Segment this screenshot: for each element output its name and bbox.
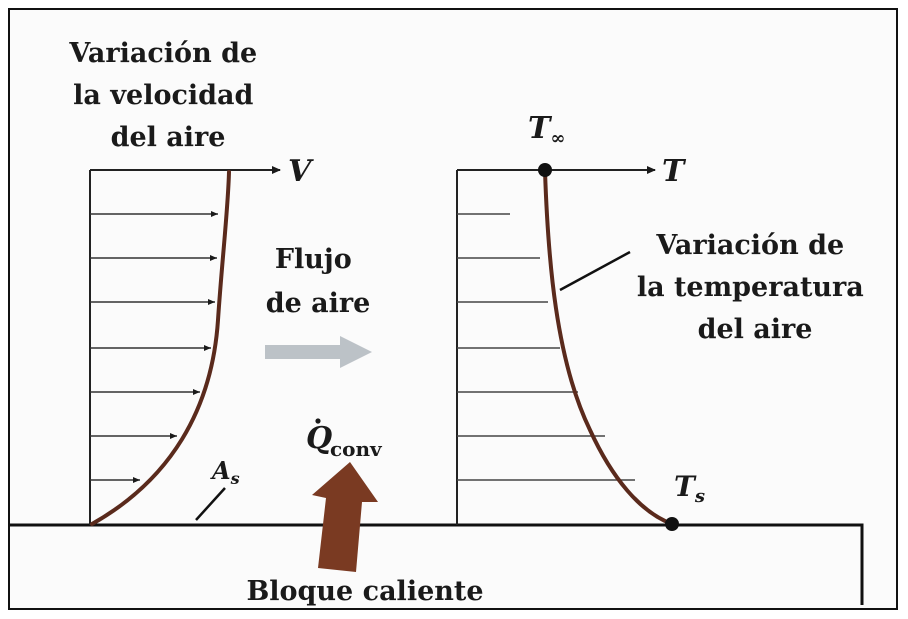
t-inf-dot [538, 163, 552, 177]
temp-axis-label: T [662, 154, 687, 189]
temperature-curve [543, 169, 674, 526]
ts-dot [665, 517, 679, 531]
velocity-label-line-2: la velocidad [73, 80, 253, 111]
temperature-label-line-3: del aire [698, 314, 813, 345]
temperature-label-line-2: la temperatura [637, 272, 864, 303]
velocity-curve [90, 170, 231, 526]
svg-text:Flujo de aire: Flujo de aire [266, 244, 371, 319]
svg-text:Variación de la temperatur: Variación de la temperatura del aire [637, 230, 873, 345]
temperature-profile [456, 163, 679, 531]
air-flow-arrow [265, 336, 372, 368]
area-leader [195, 487, 226, 521]
area-label: As [210, 456, 240, 488]
velocity-label-line-1: Variación de [68, 38, 257, 69]
flow-label-line-1: Flujo [275, 244, 352, 275]
velocity-symbol: V [288, 154, 314, 189]
flow-label-line-2: de aire [266, 288, 371, 319]
hot-block-label: Bloque caliente [246, 576, 483, 607]
temperature-label-line-1: Variación de [655, 230, 844, 261]
temperature-lines [457, 213, 635, 481]
q-conv-arrow [312, 462, 378, 572]
t-inf-label: T∞ [528, 111, 565, 149]
svg-text:Variación de la velocidad: Variación de la velocidad del aire [68, 38, 266, 153]
velocity-arrows [90, 211, 218, 483]
velocity-label-line-3: del aire [111, 122, 226, 153]
q-conv-label: Q conv [306, 418, 383, 461]
svg-text:Q: Q [306, 421, 332, 456]
temp-label-leader [559, 250, 631, 292]
hot-block-outline [10, 523, 864, 605]
velocity-profile [89, 166, 281, 526]
svg-text:conv: conv [330, 437, 383, 461]
figure-frame [8, 8, 898, 610]
ts-label: Ts [674, 470, 705, 507]
